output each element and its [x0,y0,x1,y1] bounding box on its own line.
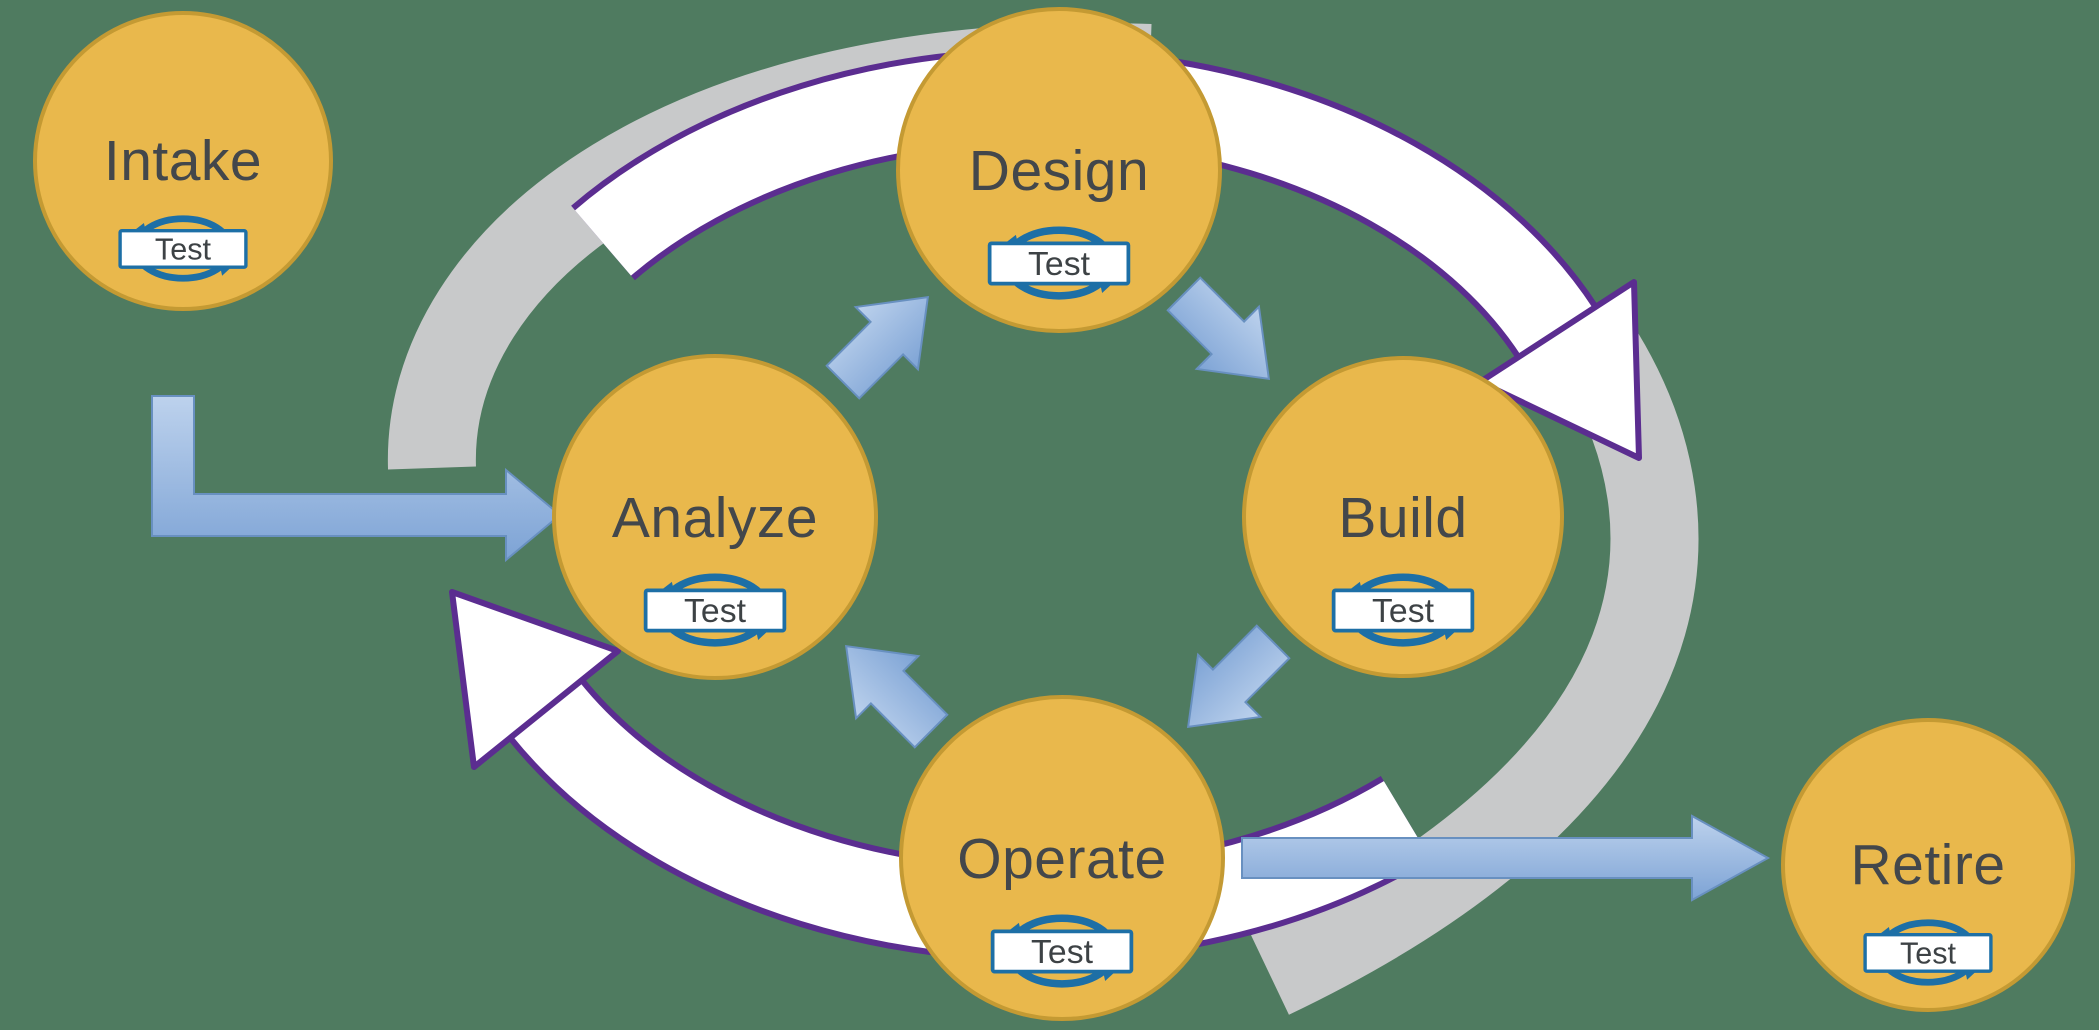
node-analyze: Analyze Test [552,354,878,680]
operate-to-analyze-arrow [844,644,949,749]
node-design-label: Design [968,139,1150,203]
badge-test-label: Test [1372,592,1435,630]
badge-test-label: Test [1900,936,1957,970]
badge-test-label: Test [684,592,747,630]
badge-test-label: Test [155,232,212,266]
node-intake: Intake Test [33,11,333,311]
test-cycle-badge: Test [640,563,790,657]
intake-to-analyze-arrow [151,395,562,563]
build-to-operate-arrow [1186,624,1291,729]
badge-test-label: Test [1031,933,1094,971]
node-retire-label: Retire [1850,832,2006,897]
test-cycle-badge: Test [1860,910,1996,995]
design-to-build-arrow [1166,276,1271,381]
node-analyze-label: Analyze [611,486,819,550]
cycle-arrowhead-white-bottom [449,589,621,770]
node-build-label: Build [1338,486,1468,550]
node-operate: Operate Test [899,695,1225,1021]
test-cycle-badge: Test [1328,563,1478,657]
node-intake-label: Intake [103,128,263,193]
node-retire: Retire Test [1781,718,2075,1012]
analyze-to-design-arrow [825,295,930,400]
operate-to-retire-arrow [1241,814,1771,902]
badge-test-label: Test [1028,245,1091,283]
node-design: Design Test [896,7,1222,333]
test-cycle-badge: Test [115,206,251,291]
node-operate-label: Operate [957,827,1167,891]
cycle-arrowhead-white-top [1477,279,1642,461]
node-build: Build Test [1242,356,1564,678]
test-cycle-badge: Test [984,216,1134,310]
test-cycle-badge: Test [987,904,1137,998]
